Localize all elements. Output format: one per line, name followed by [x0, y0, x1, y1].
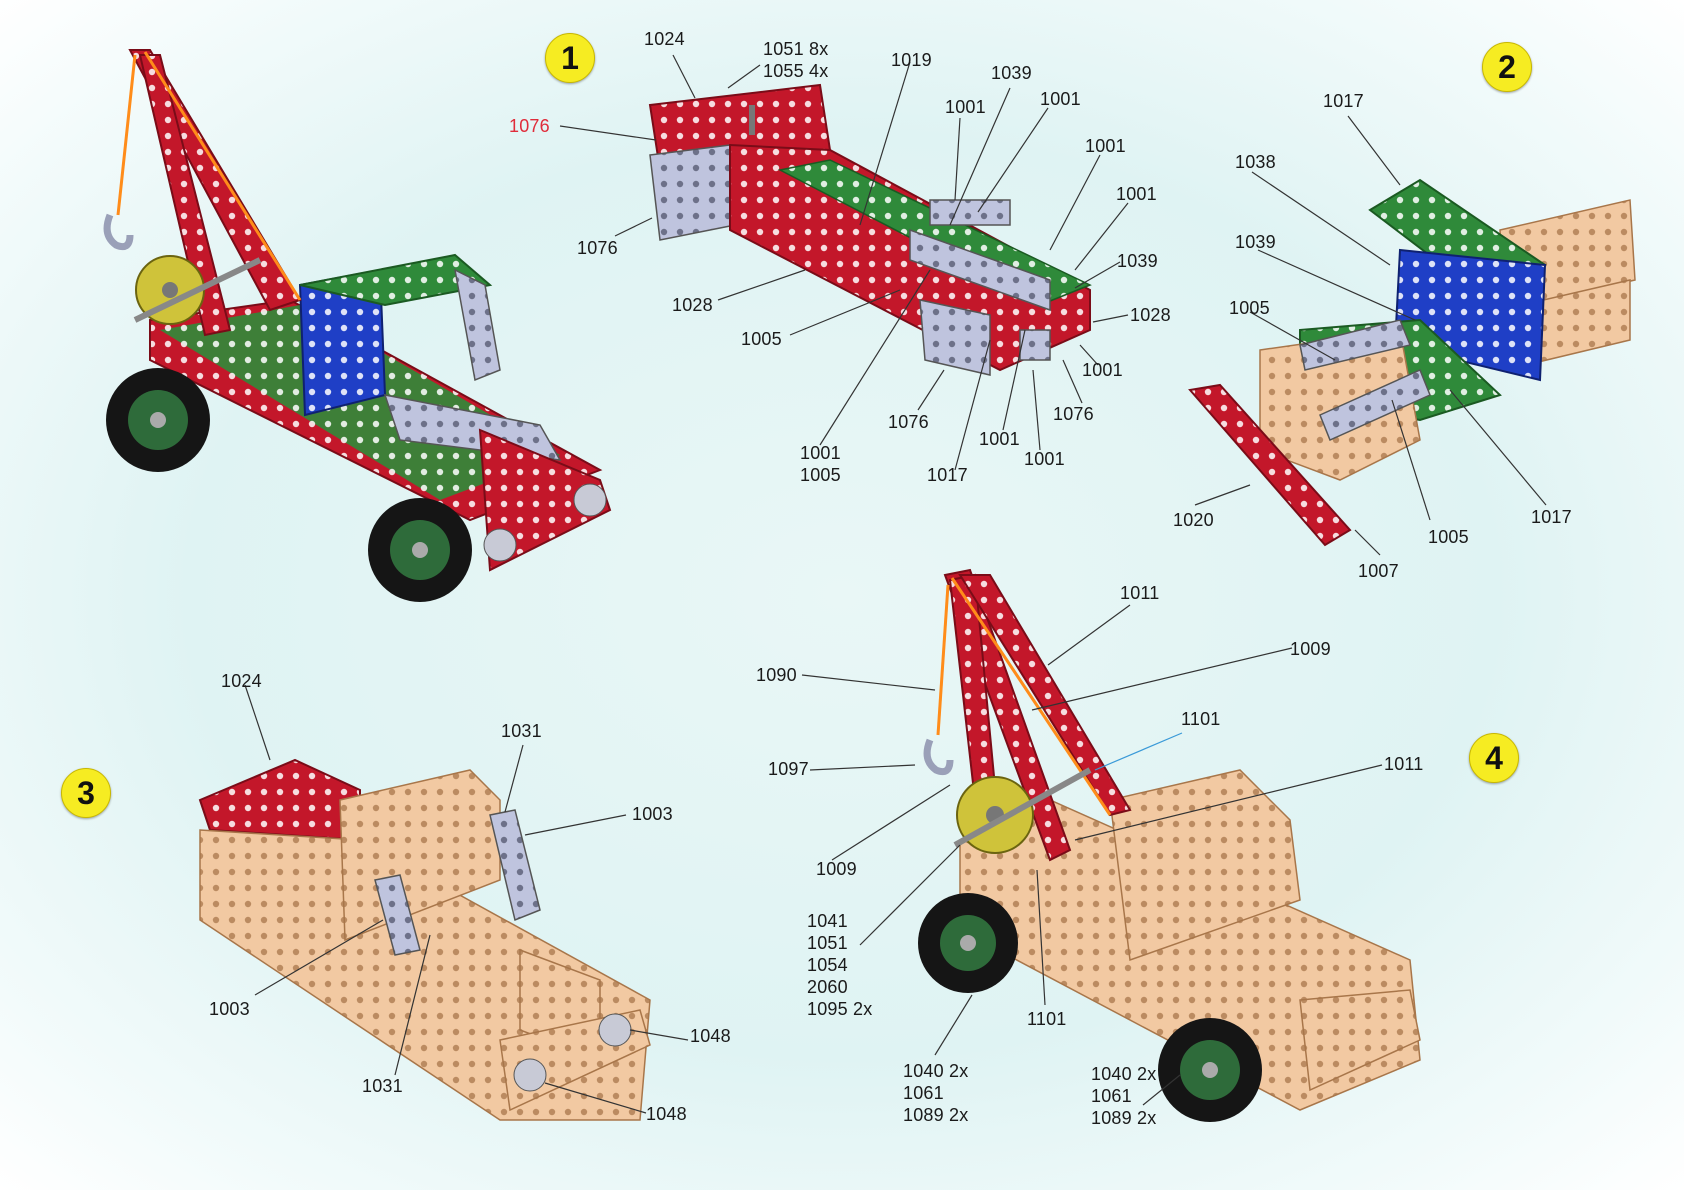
part-label: 1031 — [362, 1076, 403, 1096]
part-label: 1041 1051 1054 2060 1095 2x — [807, 911, 873, 1019]
part-label: 1001 — [1116, 184, 1157, 204]
part-label: 1039 — [1117, 251, 1158, 271]
part-label: 1001 — [945, 97, 986, 117]
part-label: 1040 2x 1061 1089 2x — [903, 1061, 969, 1125]
part-label: 1017 — [1323, 91, 1364, 111]
part-label: 1048 — [646, 1104, 687, 1124]
part-label: 1031 — [501, 721, 542, 741]
part-label: 1024 — [644, 29, 685, 49]
part-label: 1028 — [1130, 305, 1171, 325]
step-1-badge: 1 — [545, 33, 595, 83]
part-label: 1007 — [1358, 561, 1399, 581]
part-label: 1076 — [509, 116, 550, 136]
part-label: 1051 8x 1055 4x — [763, 39, 829, 81]
part-label: 1038 — [1235, 152, 1276, 172]
part-label: 1003 — [632, 804, 673, 824]
part-label: 1024 — [221, 671, 262, 691]
part-label: 1017 — [1531, 507, 1572, 527]
step-4-badge: 4 — [1469, 733, 1519, 783]
part-label: 1017 — [927, 465, 968, 485]
part-label: 1028 — [672, 295, 713, 315]
part-label: 1090 — [756, 665, 797, 685]
part-label: 1005 — [741, 329, 782, 349]
part-label: 1001 — [1024, 449, 1065, 469]
step-2-badge: 2 — [1482, 42, 1532, 92]
part-label: 1001 — [1085, 136, 1126, 156]
step2-cab-assembly — [1188, 178, 1636, 547]
part-label: 1101 — [1027, 1009, 1067, 1029]
part-label: 1040 2x 1061 1089 2x — [1091, 1064, 1157, 1128]
leader-lines — [244, 54, 1547, 1114]
part-label: 1020 — [1173, 510, 1214, 530]
step-3-badge: 3 — [61, 768, 111, 818]
part-label: 1076 — [577, 238, 618, 258]
part-label: 1001 — [1040, 89, 1081, 109]
part-label: 1009 — [816, 859, 857, 879]
part-label: 1001 — [1082, 360, 1123, 380]
part-label: 1101 — [1181, 709, 1221, 729]
part-label: 1005 — [1229, 298, 1270, 318]
part-label: 1039 — [991, 63, 1032, 83]
part-label: 1039 — [1235, 232, 1276, 252]
part-label: 1003 — [209, 999, 250, 1019]
part-label: 1011 — [1120, 583, 1160, 603]
step4-crane-assembly — [918, 568, 1421, 1122]
part-label: 1076 — [1053, 404, 1094, 424]
part-label: 1097 — [768, 759, 809, 779]
part-label: 1001 — [979, 429, 1020, 449]
part-label: 1009 — [1290, 639, 1331, 659]
part-label: 1011 — [1384, 754, 1424, 774]
part-label: 1005 — [1428, 527, 1469, 547]
step3-cab-assembly — [198, 758, 651, 1121]
part-label: 1076 — [888, 412, 929, 432]
part-label: 1001 1005 — [800, 443, 841, 485]
part-label: 1019 — [891, 50, 932, 70]
step1-chassis-assembly — [648, 83, 1092, 376]
part-label: 1048 — [690, 1026, 731, 1046]
crane-truck-complete — [103, 49, 612, 602]
